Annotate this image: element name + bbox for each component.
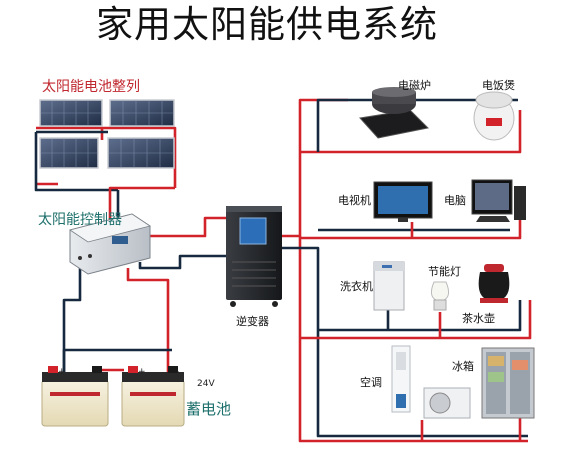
panel-negative-wires: [34, 130, 118, 192]
inverter-label: 逆变器: [236, 315, 269, 328]
controller-display: [112, 236, 128, 244]
battery-2-negative-sign: -: [176, 367, 180, 377]
kettle-label: 茶水壶: [462, 312, 495, 325]
solar-panel-array: [39, 99, 175, 169]
controller-to-battery-positive: [126, 268, 170, 372]
air-conditioner-tower: [391, 345, 411, 413]
rice-cooker-label: 电饭煲: [482, 79, 515, 92]
controller-to-battery-negative: [62, 255, 82, 372]
branch-row-1-n: [316, 98, 518, 152]
branch-row-3-p: [300, 300, 532, 340]
battery-1-negative-sign: -: [96, 367, 100, 377]
washing-machine-label: 洗衣机: [340, 280, 373, 293]
battery-1-positive-sign: +: [58, 367, 66, 377]
battery-label: 蓄电池: [186, 400, 232, 418]
controller-to-inverter-positive: [140, 216, 226, 238]
battery-2-positive-sign: +: [138, 367, 146, 377]
solar-controller: [69, 213, 151, 275]
tv-label: 电视机: [338, 194, 371, 207]
induction-cooker-label: 电磁炉: [398, 79, 431, 92]
kettle: [478, 264, 510, 303]
array-to-controller-positive: [108, 186, 175, 222]
page-title: 家用太阳能供电系统: [96, 3, 438, 46]
fridge-label: 冰箱: [452, 360, 474, 373]
lamp-label: 节能灯: [428, 265, 461, 278]
solar-array-label: 太阳能电池整列: [42, 79, 140, 95]
battery-1: [41, 366, 109, 427]
television: [373, 181, 433, 222]
air-conditioner-outdoor: [423, 387, 471, 419]
ac-main-positive-lower: [298, 236, 528, 443]
computer: [471, 179, 526, 222]
ac-main-positive: [282, 98, 348, 238]
battery-voltage: 24V: [197, 379, 215, 389]
induction-cooker: [359, 87, 430, 139]
controller-label: 太阳能控制器: [38, 212, 122, 228]
washing-machine: [373, 261, 405, 311]
panel-positive-wires: [36, 126, 177, 188]
solar-panel: [39, 99, 175, 169]
wires: [34, 98, 532, 443]
air-conditioner-label: 空调: [360, 376, 382, 389]
battery-bank: [41, 366, 185, 427]
inverter: [226, 206, 282, 307]
branch-row-1: [300, 110, 522, 154]
battery-negative-bus: [62, 348, 172, 372]
energy-saving-lamp: [430, 281, 450, 311]
branch-row-3-n: [318, 300, 522, 332]
battery-2: [121, 366, 185, 427]
inverter-display: [239, 217, 267, 245]
computer-label: 电脑: [444, 194, 466, 207]
refrigerator: [481, 347, 535, 419]
controller-to-inverter-negative: [138, 254, 226, 270]
panel-cell-grid: [40, 100, 174, 168]
rice-cooker: [473, 91, 515, 141]
